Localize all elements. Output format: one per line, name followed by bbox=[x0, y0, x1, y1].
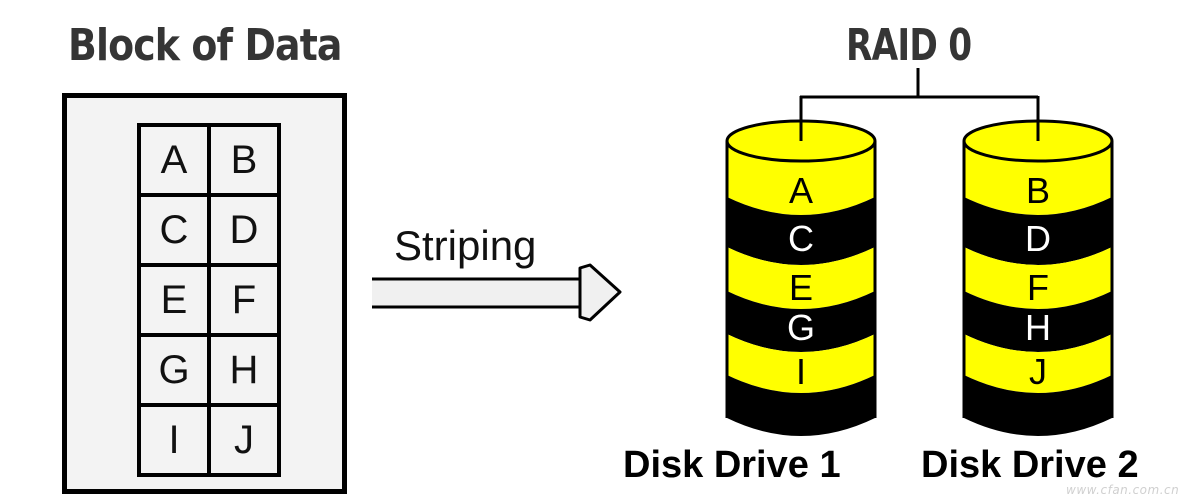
striping-label: Striping bbox=[394, 222, 537, 269]
disk-block-letter: A bbox=[789, 170, 813, 211]
block-of-data-title: Block of Data bbox=[68, 20, 342, 71]
disk-block-letter: D bbox=[1025, 218, 1051, 259]
disk-stripe-light bbox=[964, 247, 1112, 309]
data-block-cell: D bbox=[211, 197, 277, 263]
disk-block-letter: I bbox=[796, 351, 806, 392]
disk-stripe-dark bbox=[964, 291, 1112, 352]
disk-drive-2-label: Disk Drive 2 bbox=[921, 444, 1139, 486]
disk-block-letter: G bbox=[787, 307, 815, 348]
arrow-head bbox=[578, 263, 622, 322]
disk-block-letter: J bbox=[1029, 351, 1047, 392]
disk-stripe-dark bbox=[727, 291, 875, 352]
disk-stripe-dark bbox=[964, 375, 1112, 436]
data-block-cell: I bbox=[141, 407, 207, 473]
raid-0-title: RAID 0 bbox=[846, 20, 972, 71]
disk-block-letter: F bbox=[1027, 267, 1049, 308]
disk-drive-1-label: Disk Drive 1 bbox=[623, 444, 841, 486]
disk-block-letter: C bbox=[788, 218, 814, 259]
disk-block-letter: B bbox=[1026, 170, 1050, 211]
data-block-cell: H bbox=[211, 337, 277, 403]
disk-block-letter: H bbox=[1025, 307, 1051, 348]
disk-stripe-light bbox=[727, 334, 875, 393]
disk-stripe-dark bbox=[727, 375, 875, 436]
data-block-cell: B bbox=[211, 127, 277, 193]
data-block-grid: A B C D E F G H I J bbox=[137, 123, 281, 477]
arrow-shaft bbox=[372, 279, 580, 307]
data-block-cell: E bbox=[141, 267, 207, 333]
disk-stripe-light bbox=[727, 247, 875, 309]
disk-stripe-dark bbox=[727, 197, 875, 265]
watermark: www.cfan.com.cn bbox=[1066, 483, 1180, 497]
data-block-cell: G bbox=[141, 337, 207, 403]
striping-arrow-icon bbox=[372, 263, 622, 322]
disk-block-letter: E bbox=[789, 267, 813, 308]
data-block-cell: A bbox=[141, 127, 207, 193]
disk-stripe-light bbox=[964, 334, 1112, 393]
data-block-cell: C bbox=[141, 197, 207, 263]
data-block-cell: J bbox=[211, 407, 277, 473]
disk-stripe-dark bbox=[964, 197, 1112, 265]
data-block-cell: F bbox=[211, 267, 277, 333]
raid-connector bbox=[800, 68, 1038, 99]
